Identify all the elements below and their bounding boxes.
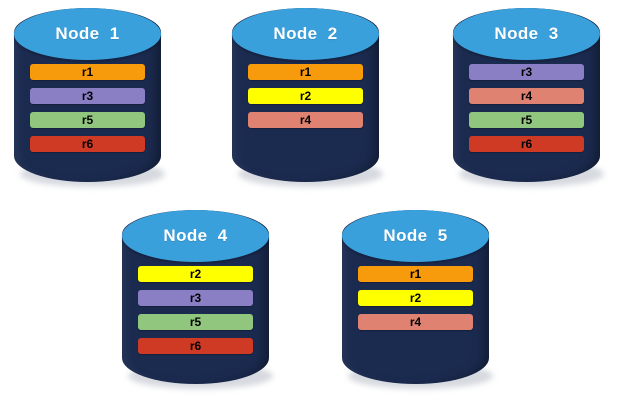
replica-stack: r1 r2 r4 [342,266,489,330]
replica-bar-r4: r4 [469,88,584,104]
database-node-node-3: Node 3 r3 r4 r5 r6 [453,8,604,187]
node-label: Node 4 [163,226,228,245]
node-label: Node 3 [494,24,559,43]
replica-stack: r1 r2 r4 [232,64,379,128]
cylinder-top-ellipse-icon [342,210,489,262]
database-node-node-4: Node 4 r2 r3 r5 r6 [122,210,273,389]
replica-stack: r3 r4 r5 r6 [453,64,600,152]
database-node-node-2: Node 2 r1 r2 r4 [232,8,383,187]
replica-bar-r2: r2 [358,290,473,306]
replica-bar-r3: r3 [469,64,584,80]
replica-bar-r1: r1 [358,266,473,282]
replica-bar-r3: r3 [138,290,253,306]
replica-bar-r4: r4 [248,112,363,128]
node-label: Node 1 [55,24,120,43]
replica-bar-r5: r5 [30,112,145,128]
replica-bar-r6: r6 [469,136,584,152]
replica-bar-r4: r4 [358,314,473,330]
replica-stack: r2 r3 r5 r6 [122,266,269,354]
replica-bar-r6: r6 [138,338,253,354]
replica-bar-r1: r1 [248,64,363,80]
node-label: Node 2 [273,24,338,43]
replica-bar-r6: r6 [30,136,145,152]
cylinder-top-ellipse-icon [453,8,600,60]
replica-bar-r3: r3 [30,88,145,104]
node-label: Node 5 [383,226,448,245]
replica-bar-r2: r2 [138,266,253,282]
database-node-node-1: Node 1 r1 r3 r5 r6 [14,8,165,187]
database-node-node-5: Node 5 r1 r2 r4 [342,210,493,389]
cylinder-top-ellipse-icon [232,8,379,60]
cylinder-top-ellipse-icon [14,8,161,60]
replica-stack: r1 r3 r5 r6 [14,64,161,152]
replica-bar-r1: r1 [30,64,145,80]
replica-bar-r2: r2 [248,88,363,104]
cylinder-top-ellipse-icon [122,210,269,262]
replica-bar-r5: r5 [469,112,584,128]
replica-bar-r5: r5 [138,314,253,330]
